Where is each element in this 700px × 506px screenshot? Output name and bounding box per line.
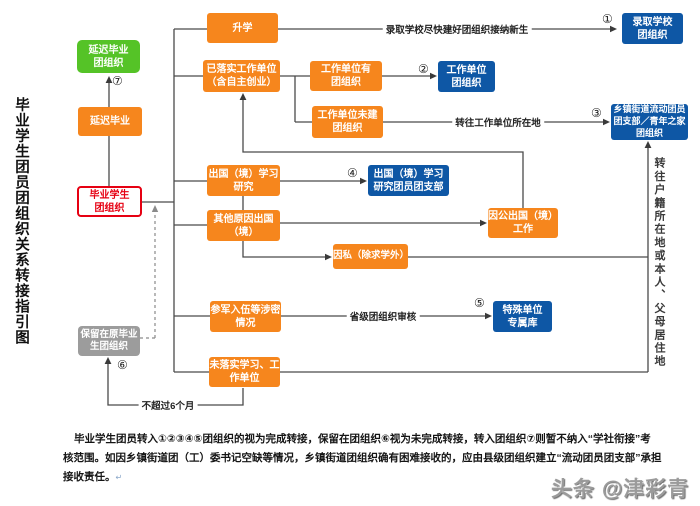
- step-number-3: ③: [591, 106, 602, 120]
- step-number-5: ⑤: [474, 296, 485, 310]
- node-military-confidential: 参军入伍等涉密 情况: [210, 301, 281, 332]
- dashed-return-line: [140, 212, 156, 339]
- node-no-study-work-unit: 未落实学习、工 作单位: [209, 357, 280, 387]
- node-work-unit-no-org: 工作单位未建 团组织: [312, 106, 383, 138]
- step-number-4: ④: [347, 166, 358, 180]
- step-number-1: ①: [602, 12, 613, 26]
- node-work-unit-has-org: 工作单位有 团组织: [310, 61, 382, 91]
- edge-label-to-work-place: 转往工作单位所在地: [452, 115, 544, 129]
- node-retain-original-org: 保留在原毕业 生团组织: [78, 326, 140, 356]
- node-graduate-student-org: 毕业学生 团组织: [77, 186, 142, 217]
- node-deferred-graduation: 延迟毕业: [78, 107, 142, 136]
- node-further-study: 升学: [207, 13, 278, 43]
- arrowheads: [104, 25, 652, 364]
- household-transfer-note: 转往户籍所在地或本人、父母居住地: [653, 157, 665, 369]
- page-title-vertical: 毕业学生团员团组织关系转接指引图: [13, 97, 29, 345]
- footnote-line-1: 毕业学生团员转入①②③④⑤团组织的视为完成转接，保留在团组织⑥视为未完成转接，转…: [74, 433, 651, 445]
- node-abroad-study-branch-org: 出国（境）学习 研究团员团支部: [368, 165, 449, 196]
- node-abroad-other-reason: 其他原因出国 （境）: [207, 210, 280, 241]
- node-abroad-private: 因私（除求学外）: [333, 244, 409, 269]
- node-special-unit-library: 特殊单位 专属库: [493, 301, 552, 332]
- step-number-7: ⑦: [112, 74, 123, 88]
- edge-label-six-months: 不超过6个月: [138, 398, 198, 412]
- node-deferred-graduation-org: 延迟毕业 团组织: [77, 40, 140, 73]
- footnote-line-3: 接收责任。↵: [63, 471, 123, 483]
- node-abroad-study: 出国（境）学习 研究: [207, 165, 280, 196]
- node-abroad-business-work: 因公出国（境） 工作: [488, 208, 558, 238]
- edge-label-provincial-review: 省级团组织审核: [346, 309, 420, 323]
- node-work-unit-secured: 已落实工作单位 （含自主创业）: [203, 60, 280, 92]
- footnote-paragraph: 毕业学生团员转入①②③④⑤团组织的视为完成转接，保留在团组织⑥视为未完成转接，转…: [63, 430, 663, 487]
- edge-label-admit-school: 录取学校尽快建好团组织接纳新生: [382, 22, 532, 36]
- watermark: 头条 @津彩青春: [551, 478, 690, 501]
- step-number-2: ②: [418, 62, 429, 76]
- node-work-unit-org: 工作单位 团组织: [438, 61, 495, 92]
- paragraph-mark: ↵: [115, 473, 123, 482]
- footnote-line-2: 核范围。如因乡镇街道团（工）委书记空缺等情况，乡镇街道团组织确有困难接收的，应由…: [63, 452, 662, 464]
- step-number-6: ⑥: [117, 358, 128, 372]
- node-street-mobile-member-org: 乡镇街道流动团员 团支部／青年之家 团组织: [611, 104, 688, 140]
- node-admission-school-org: 录取学校 团组织: [622, 13, 683, 44]
